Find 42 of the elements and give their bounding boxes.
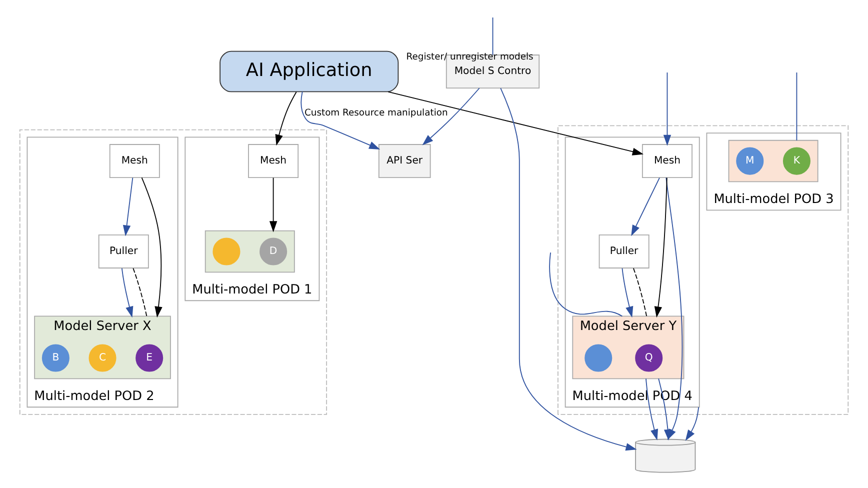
node-circle: C: [88, 344, 116, 372]
arrow: [269, 176, 278, 232]
arrow: [500, 87, 637, 450]
node-circle: Q: [635, 344, 663, 372]
connector: [132, 267, 148, 316]
arrow: [422, 87, 480, 145]
arrow: [622, 267, 634, 318]
cluster: [728, 139, 818, 182]
node-box: API Ser: [378, 144, 431, 178]
node-circle: [212, 237, 240, 265]
node-box: AI Application: [220, 50, 399, 92]
node-box: Puller: [98, 234, 149, 268]
node-box: Puller: [598, 234, 650, 268]
node-circle: B: [42, 344, 70, 372]
arrow: [388, 90, 644, 155]
arrow: [663, 72, 672, 146]
connector: [796, 72, 798, 140]
arrow: [300, 90, 380, 150]
arrow: [646, 378, 658, 440]
arrow: [631, 176, 660, 236]
node-circle: M: [736, 146, 764, 174]
node-box: Mesh: [109, 144, 160, 178]
cluster: [19, 128, 328, 414]
node-circle: K: [782, 146, 810, 174]
connector: [492, 16, 494, 55]
arrow: [685, 406, 700, 440]
arrow: [141, 176, 162, 318]
arrow: [654, 176, 668, 318]
cluster: [204, 230, 295, 272]
connector: [633, 267, 648, 316]
arrow: [275, 91, 297, 146]
connector: [549, 252, 623, 316]
node-circle: E: [136, 344, 164, 372]
node-circle: D: [260, 237, 288, 265]
cluster: [558, 124, 849, 414]
edge-label: Custom Resource manipulation: [304, 107, 448, 118]
node-box: Mesh: [248, 144, 299, 178]
edge-label: Register/ unregister models: [406, 51, 534, 62]
node-box: Mesh: [642, 144, 692, 178]
arrow: [121, 267, 134, 318]
node-circle: [584, 344, 612, 372]
arrow: [122, 176, 134, 236]
